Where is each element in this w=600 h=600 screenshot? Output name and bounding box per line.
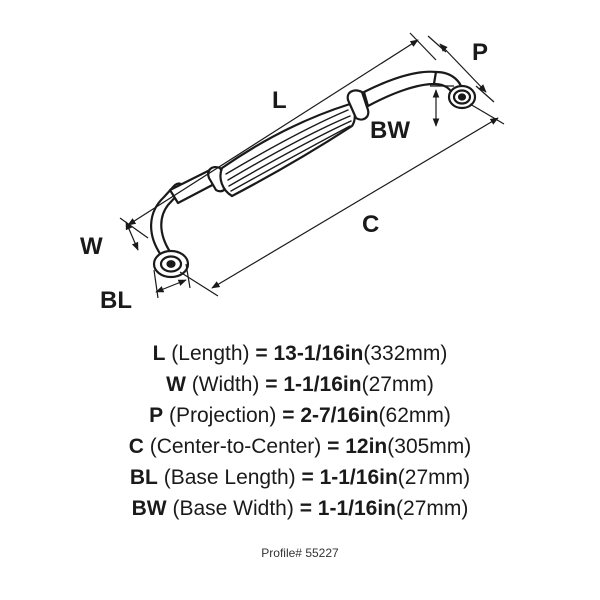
label-P: P	[472, 39, 488, 66]
label-L: L	[272, 87, 287, 114]
spec-abbr: C	[128, 435, 144, 458]
spec-equals: =	[299, 497, 312, 520]
spec-abbr: L	[152, 342, 166, 365]
spec-center-to-center: C (Center-to-Center) = 12in(305mm)	[0, 431, 600, 462]
fluted-grip	[219, 102, 356, 198]
specifications-list: L (Length) = 13-1/16in(332mm) W (Width) …	[0, 338, 600, 524]
spec-imperial: 1-1/16in	[283, 373, 362, 396]
label-BL: BL	[100, 287, 132, 314]
spec-metric: (62mm)	[378, 404, 451, 427]
spec-metric: (332mm)	[363, 342, 448, 365]
spec-abbr: W	[166, 373, 186, 396]
spec-imperial: 1-1/16in	[317, 497, 397, 520]
spec-metric: (27mm)	[397, 466, 471, 489]
spec-base-length: BL (Base Length) = 1-1/16in(27mm)	[0, 462, 600, 493]
spec-desc: (Center-to-Center)	[149, 435, 322, 458]
profile-number: Profile# 55227	[261, 546, 339, 560]
spec-equals: =	[282, 404, 295, 427]
dim-line-center	[211, 117, 499, 289]
spec-metric: (27mm)	[361, 373, 434, 396]
spec-abbr: BW	[131, 497, 167, 520]
spec-equals: =	[301, 466, 314, 489]
label-W: W	[80, 233, 103, 260]
spec-desc: (Base Length)	[163, 466, 296, 489]
spec-abbr: P	[149, 404, 164, 427]
spec-width: W (Width) = 1-1/16in(27mm)	[0, 369, 600, 400]
spec-desc: (Base Width)	[172, 497, 294, 520]
spec-length: L (Length) = 13-1/16in(332mm)	[0, 338, 600, 369]
spec-desc: (Length)	[171, 342, 250, 365]
spec-metric: (305mm)	[387, 435, 472, 458]
dim-line-projection	[439, 43, 487, 93]
spec-projection: P (Projection) = 2-7/16in(62mm)	[0, 400, 600, 431]
right-shaft	[362, 70, 438, 108]
spec-desc: (Width)	[191, 373, 260, 396]
spec-equals: =	[265, 373, 278, 396]
label-C: C	[362, 211, 379, 238]
left-base	[152, 249, 190, 279]
spec-imperial: 2-7/16in	[300, 404, 379, 427]
spec-desc: (Projection)	[168, 404, 277, 427]
spec-metric: (27mm)	[396, 497, 469, 520]
spec-imperial: 13-1/16in	[273, 342, 364, 365]
handle-dimension-diagram: L P BW W C BL	[80, 32, 505, 314]
spec-imperial: 1-1/16in	[319, 466, 398, 489]
spec-abbr: BL	[129, 466, 158, 489]
dim-line-base-length	[155, 279, 187, 293]
label-BW: BW	[370, 117, 410, 144]
handle-drawing	[150, 70, 477, 279]
spec-equals: =	[327, 435, 340, 458]
spec-equals: =	[255, 342, 268, 365]
spec-base-width: BW (Base Width) = 1-1/16in(27mm)	[0, 493, 600, 524]
dimension-lines	[119, 32, 505, 299]
dim-line-width	[125, 221, 139, 251]
spec-imperial: 12in	[345, 435, 388, 458]
